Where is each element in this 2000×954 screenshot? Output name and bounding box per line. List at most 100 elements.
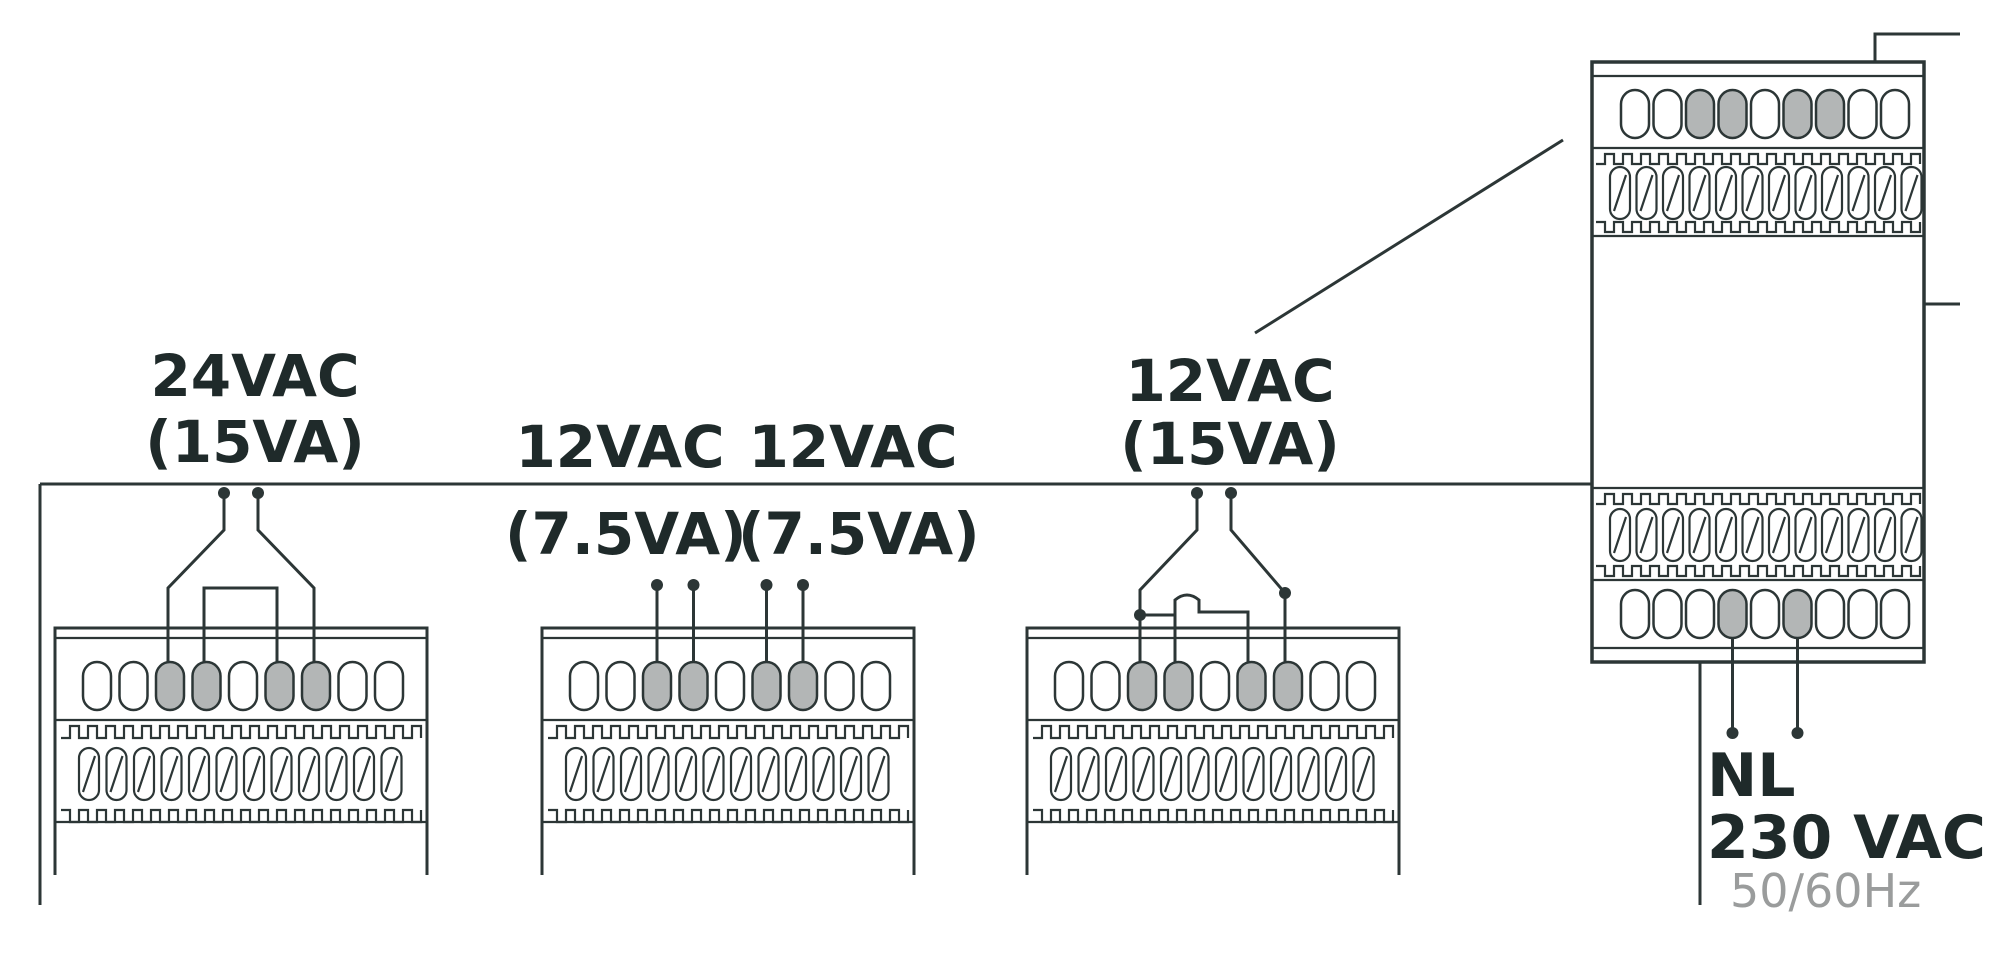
screw-slot-line — [706, 755, 721, 793]
transformer-bottom-terminal-3 — [1684, 588, 1716, 640]
module-1-power: (15VA) — [145, 408, 365, 476]
screw-slot — [592, 746, 615, 802]
screw-slot — [1635, 165, 1658, 221]
screw-slot-line — [1851, 516, 1866, 554]
screw-slot — [1242, 746, 1265, 802]
module-1-terminal-7 — [300, 660, 332, 712]
screw-slot-line — [1771, 516, 1787, 554]
module-3-voltage: 12VAC — [1125, 347, 1335, 415]
module-3-terminal-4 — [1163, 660, 1194, 712]
screw-slot-line — [1745, 174, 1760, 212]
screw-slot — [729, 746, 753, 802]
screw-slot-line — [81, 755, 97, 793]
screw-slot — [1049, 746, 1073, 802]
screw-slot-line — [191, 755, 207, 793]
screw-slot — [1767, 165, 1791, 221]
terminal-teeth — [548, 808, 910, 824]
screw-slot-line — [1612, 174, 1628, 212]
screw-slot-line — [219, 755, 234, 793]
screw-slot-line — [1851, 174, 1866, 212]
module-3-terminal-7 — [1272, 660, 1304, 712]
screw-slot-line — [1824, 516, 1840, 554]
screw-slot-line — [1771, 174, 1787, 212]
module-2-terminal-1 — [568, 660, 600, 712]
transformer-bottom-terminal-7 — [1814, 588, 1846, 640]
screw-slot — [352, 746, 376, 802]
module-3-power: (15VA) — [1120, 410, 1340, 478]
screw-slot-line — [1904, 516, 1919, 554]
transformer-top-terminal-7 — [1814, 88, 1846, 140]
module-2a-voltage: 12VAC — [515, 413, 725, 481]
screw-slot — [380, 746, 403, 802]
transformer-bottom-terminal-2 — [1652, 588, 1683, 640]
module-2-terminal-5 — [714, 660, 746, 712]
module-3-terminal-6 — [1236, 660, 1267, 712]
screw-slot — [839, 746, 863, 802]
module-1-terminal-3 — [154, 660, 186, 712]
screw-slot-line — [246, 755, 262, 793]
module-3-housing — [1025, 626, 1401, 875]
wire — [166, 493, 226, 662]
screw-slot-line — [1877, 174, 1893, 212]
screw-slot — [1661, 507, 1685, 563]
module-1-terminal-2 — [118, 660, 149, 712]
screw-slot-line — [1163, 755, 1179, 793]
transformer-bottom-terminal-9 — [1879, 588, 1911, 640]
terminal-teeth — [1596, 220, 1922, 234]
screw-slot — [1608, 165, 1632, 221]
screw-slot-line — [1692, 516, 1707, 554]
screw-slot-line — [816, 755, 831, 793]
screw-slot — [77, 746, 101, 802]
screw-slot — [702, 746, 725, 802]
transformer-bottom-terminal-8 — [1847, 588, 1878, 640]
screw-slot-line — [1081, 755, 1096, 793]
screw-slot-line — [1798, 516, 1813, 554]
terminal-teeth — [61, 724, 423, 740]
screw-slot — [647, 746, 670, 802]
module-2-terminal-4 — [678, 660, 709, 712]
screw-slot — [1873, 507, 1897, 563]
screw-slot-line — [1718, 174, 1734, 212]
screw-slot — [1159, 746, 1183, 802]
screw-slot — [1187, 746, 1210, 802]
terminal-teeth — [1596, 152, 1922, 166]
screw-slot — [674, 746, 698, 802]
wire — [202, 586, 279, 662]
screw-slot — [1767, 507, 1791, 563]
module-1-terminal-5 — [227, 660, 259, 712]
module-3-terminal-8 — [1309, 660, 1340, 712]
module-2-terminal-2 — [605, 660, 636, 712]
screw-slot — [1794, 165, 1817, 221]
screw-slot-line — [1824, 174, 1840, 212]
screw-slot — [1741, 165, 1764, 221]
screw-slot — [1661, 165, 1685, 221]
screw-slot-line — [843, 755, 859, 793]
transformer-top-terminal-2 — [1652, 88, 1683, 140]
screw-slot — [1714, 507, 1738, 563]
screw-slot-line — [1301, 755, 1316, 793]
screw-slot-line — [329, 755, 344, 793]
screw-slot — [215, 746, 238, 802]
screw-slot-line — [788, 755, 804, 793]
screw-slot — [1324, 746, 1348, 802]
screw-slot-line — [1665, 516, 1681, 554]
screw-slot — [1688, 507, 1711, 563]
screw-slot-line — [384, 755, 399, 793]
screw-slot-line — [1246, 755, 1261, 793]
screw-slot-line — [568, 755, 584, 793]
screw-slot — [1794, 507, 1817, 563]
screw-slot — [1608, 507, 1632, 563]
screw-slot-line — [1191, 755, 1206, 793]
screw-slot — [757, 746, 780, 802]
screw-slot-line — [733, 755, 749, 793]
module-1-terminal-9 — [373, 660, 405, 712]
screw-slot-line — [109, 755, 124, 793]
module-2-terminal-6 — [751, 660, 782, 712]
screw-slot — [132, 746, 156, 802]
module-1-terminal-6 — [264, 660, 295, 712]
module-3 — [1025, 626, 1401, 875]
wiring — [166, 487, 1804, 739]
module-2-terminal-8 — [824, 660, 855, 712]
module-3-terminal-3 — [1126, 660, 1158, 712]
